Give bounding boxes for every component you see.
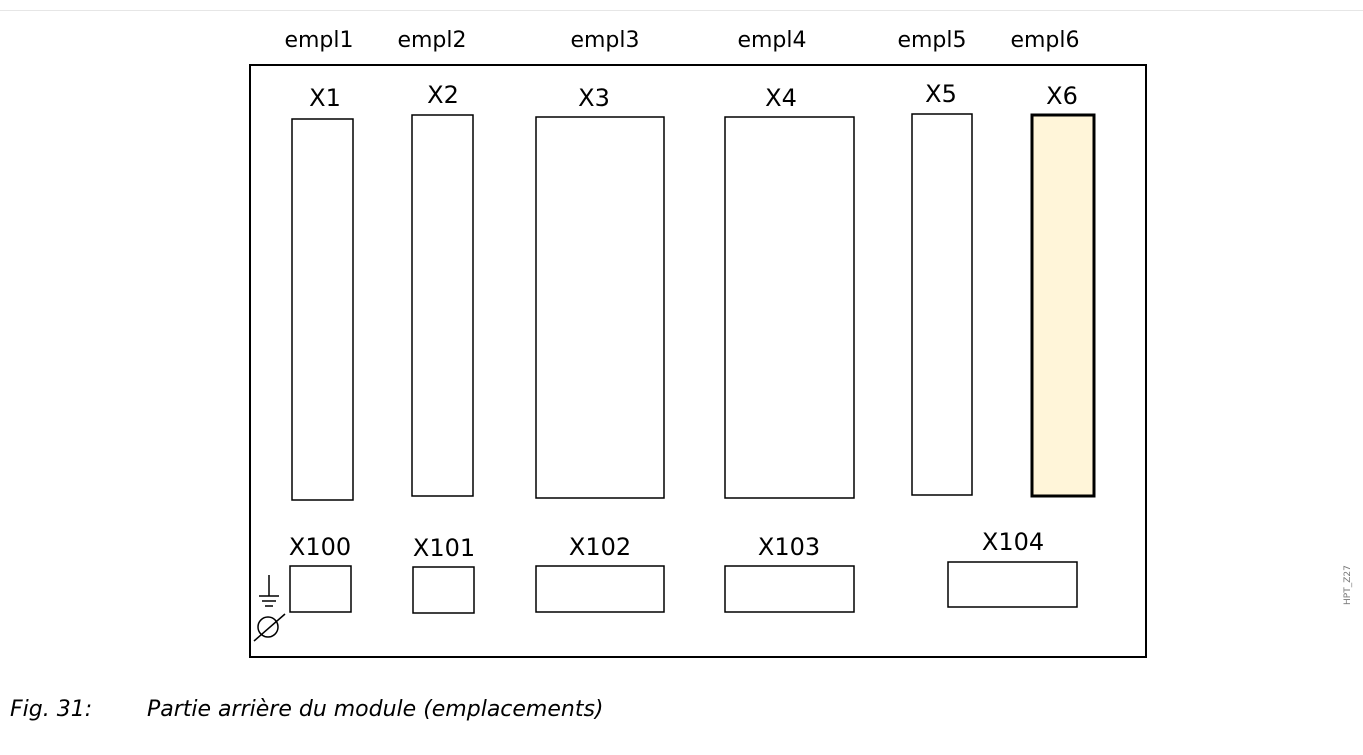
slot-label-4: empl4	[737, 28, 806, 53]
diameter-icon	[253, 613, 286, 642]
connector-label-x101: X101	[413, 534, 475, 562]
ground-icon	[259, 575, 279, 607]
slot-label-2: empl2	[397, 28, 466, 53]
connector-x104	[947, 561, 1078, 608]
connector-label-x103: X103	[758, 533, 820, 561]
connector-label-x3: X3	[578, 84, 610, 112]
connector-x5	[911, 113, 973, 496]
connector-label-x5: X5	[925, 80, 957, 108]
slot-label-1: empl1	[284, 28, 353, 53]
connector-label-x102: X102	[569, 533, 631, 561]
connector-x2	[411, 114, 474, 497]
side-reference-code: HPT_Z27	[1343, 565, 1353, 605]
slot-label-5: empl5	[897, 28, 966, 53]
connector-x100	[289, 565, 352, 613]
figure-caption-text: Partie arrière du module (emplacements)	[147, 697, 604, 722]
connector-label-x1: X1	[309, 84, 341, 112]
connector-label-x100: X100	[289, 533, 351, 561]
connector-label-x104: X104	[982, 528, 1044, 556]
connector-x101	[412, 566, 475, 614]
connector-x6-highlighted	[1030, 113, 1096, 498]
connector-x3	[535, 116, 665, 499]
module-rear-diagram: empl1 empl2 empl3 empl4 empl5 empl6 X1 X…	[249, 28, 1147, 658]
top-rule	[0, 10, 1363, 11]
slot-label-3: empl3	[570, 28, 639, 53]
connector-label-x2: X2	[427, 81, 459, 109]
connector-x103	[724, 565, 855, 613]
figure-caption: Fig. 31: Partie arrière du module (emplac…	[10, 697, 604, 722]
slot-label-6: empl6	[1010, 28, 1079, 53]
connector-x4	[724, 116, 855, 499]
figure-number: Fig. 31:	[10, 697, 93, 722]
connector-x102	[535, 565, 665, 613]
connector-label-x4: X4	[765, 84, 797, 112]
connector-label-x6: X6	[1046, 82, 1078, 110]
module-frame	[249, 64, 1147, 658]
connector-x1	[291, 118, 354, 501]
